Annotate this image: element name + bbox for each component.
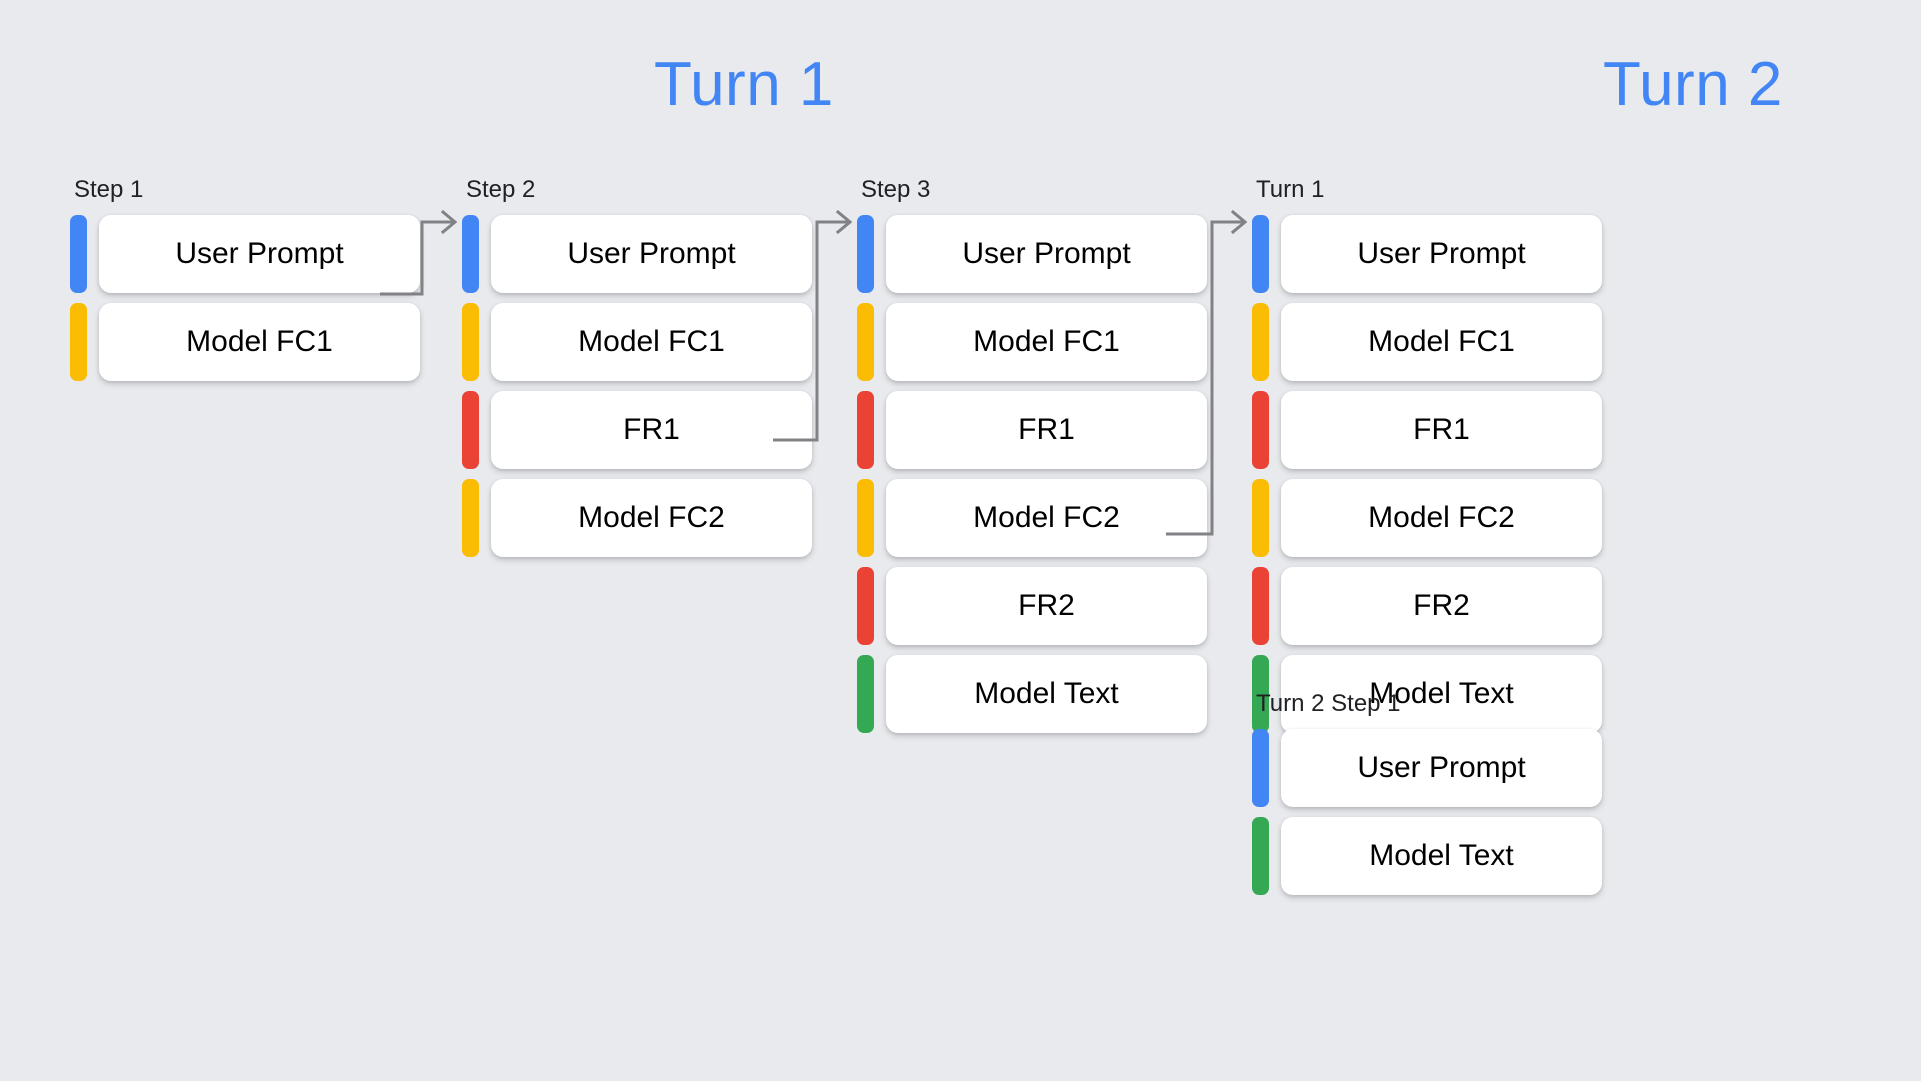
list-item[interactable]: FR2: [1252, 567, 1602, 645]
card-label: Model FC2: [491, 479, 812, 557]
status-bar-red: [1252, 391, 1269, 469]
list-item[interactable]: FR1: [1252, 391, 1602, 469]
card-label: FR1: [491, 391, 812, 469]
column-turn-1-of-turn-2: Turn 1 User Prompt Model FC1 FR1 Model F…: [1252, 178, 1602, 733]
status-bar-green: [1252, 655, 1269, 733]
card-label: User Prompt: [491, 215, 812, 293]
list-item[interactable]: Model Text: [1252, 817, 1602, 895]
list-item[interactable]: User Prompt: [857, 215, 1207, 293]
row-list-turn-2-step-1: User Prompt Model Text: [1252, 729, 1602, 895]
card-label: User Prompt: [99, 215, 420, 293]
card-label: Model FC2: [886, 479, 1207, 557]
card-label: Model FC2: [1281, 479, 1602, 557]
list-item[interactable]: User Prompt: [1252, 729, 1602, 807]
status-bar-blue: [462, 215, 479, 293]
status-bar-yellow: [1252, 303, 1269, 381]
row-list-step-1: User Prompt Model FC1: [70, 215, 420, 381]
list-item[interactable]: FR1: [857, 391, 1207, 469]
list-item[interactable]: Model FC2: [1252, 479, 1602, 557]
list-item[interactable]: Model FC1: [857, 303, 1207, 381]
status-bar-yellow: [462, 479, 479, 557]
list-item[interactable]: Model Text: [1252, 655, 1602, 733]
list-item[interactable]: User Prompt: [70, 215, 420, 293]
row-list-turn-1: User Prompt Model FC1 FR1 Model FC2 FR2 …: [1252, 215, 1602, 733]
column-label-step-2: Step 2: [466, 176, 536, 203]
turn-1-heading: Turn 1: [654, 50, 834, 119]
status-bar-blue: [1252, 215, 1269, 293]
status-bar-red: [857, 567, 874, 645]
card-label: FR1: [886, 391, 1207, 469]
status-bar-red: [1252, 567, 1269, 645]
list-item[interactable]: FR1: [462, 391, 812, 469]
status-bar-red: [857, 391, 874, 469]
card-label: Model FC1: [99, 303, 420, 381]
column-turn-2-step-1: Turn 2 Step 1 User Prompt Model Text: [1252, 692, 1602, 895]
list-item[interactable]: Model FC1: [462, 303, 812, 381]
column-label-step-1: Step 1: [74, 176, 144, 203]
status-bar-yellow: [462, 303, 479, 381]
column-label-turn-1: Turn 1: [1256, 176, 1325, 203]
column-step-1: Step 1 User Prompt Model FC1: [70, 178, 420, 381]
list-item[interactable]: User Prompt: [1252, 215, 1602, 293]
column-step-3: Step 3 User Prompt Model FC1 FR1 Model F…: [857, 178, 1207, 733]
list-item[interactable]: Model Text: [857, 655, 1207, 733]
turn-2-heading: Turn 2: [1603, 50, 1783, 119]
status-bar-red: [462, 391, 479, 469]
list-item[interactable]: Model FC2: [857, 479, 1207, 557]
status-bar-green: [1252, 817, 1269, 895]
card-label: Model Text: [1281, 655, 1602, 733]
card-label: FR2: [1281, 567, 1602, 645]
status-bar-yellow: [857, 479, 874, 557]
status-bar-yellow: [1252, 479, 1269, 557]
card-label: User Prompt: [1281, 729, 1602, 807]
list-item[interactable]: Model FC1: [1252, 303, 1602, 381]
card-label: Model Text: [1281, 817, 1602, 895]
card-label: User Prompt: [886, 215, 1207, 293]
list-item[interactable]: User Prompt: [462, 215, 812, 293]
status-bar-yellow: [857, 303, 874, 381]
column-label-step-3: Step 3: [861, 176, 931, 203]
list-item[interactable]: FR2: [857, 567, 1207, 645]
card-label: Model Text: [886, 655, 1207, 733]
card-label: FR2: [886, 567, 1207, 645]
card-label: Model FC1: [886, 303, 1207, 381]
status-bar-blue: [857, 215, 874, 293]
row-list-step-2: User Prompt Model FC1 FR1 Model FC2: [462, 215, 812, 557]
card-label: FR1: [1281, 391, 1602, 469]
list-item[interactable]: Model FC1: [70, 303, 420, 381]
row-list-step-3: User Prompt Model FC1 FR1 Model FC2 FR2 …: [857, 215, 1207, 733]
status-bar-blue: [1252, 729, 1269, 807]
status-bar-green: [857, 655, 874, 733]
column-label-turn-2-step-1: Turn 2 Step 1: [1256, 690, 1401, 717]
card-label: Model FC1: [491, 303, 812, 381]
card-label: Model FC1: [1281, 303, 1602, 381]
column-step-2: Step 2 User Prompt Model FC1 FR1 Model F…: [462, 178, 812, 557]
status-bar-blue: [70, 215, 87, 293]
card-label: User Prompt: [1281, 215, 1602, 293]
list-item[interactable]: Model FC2: [462, 479, 812, 557]
status-bar-yellow: [70, 303, 87, 381]
